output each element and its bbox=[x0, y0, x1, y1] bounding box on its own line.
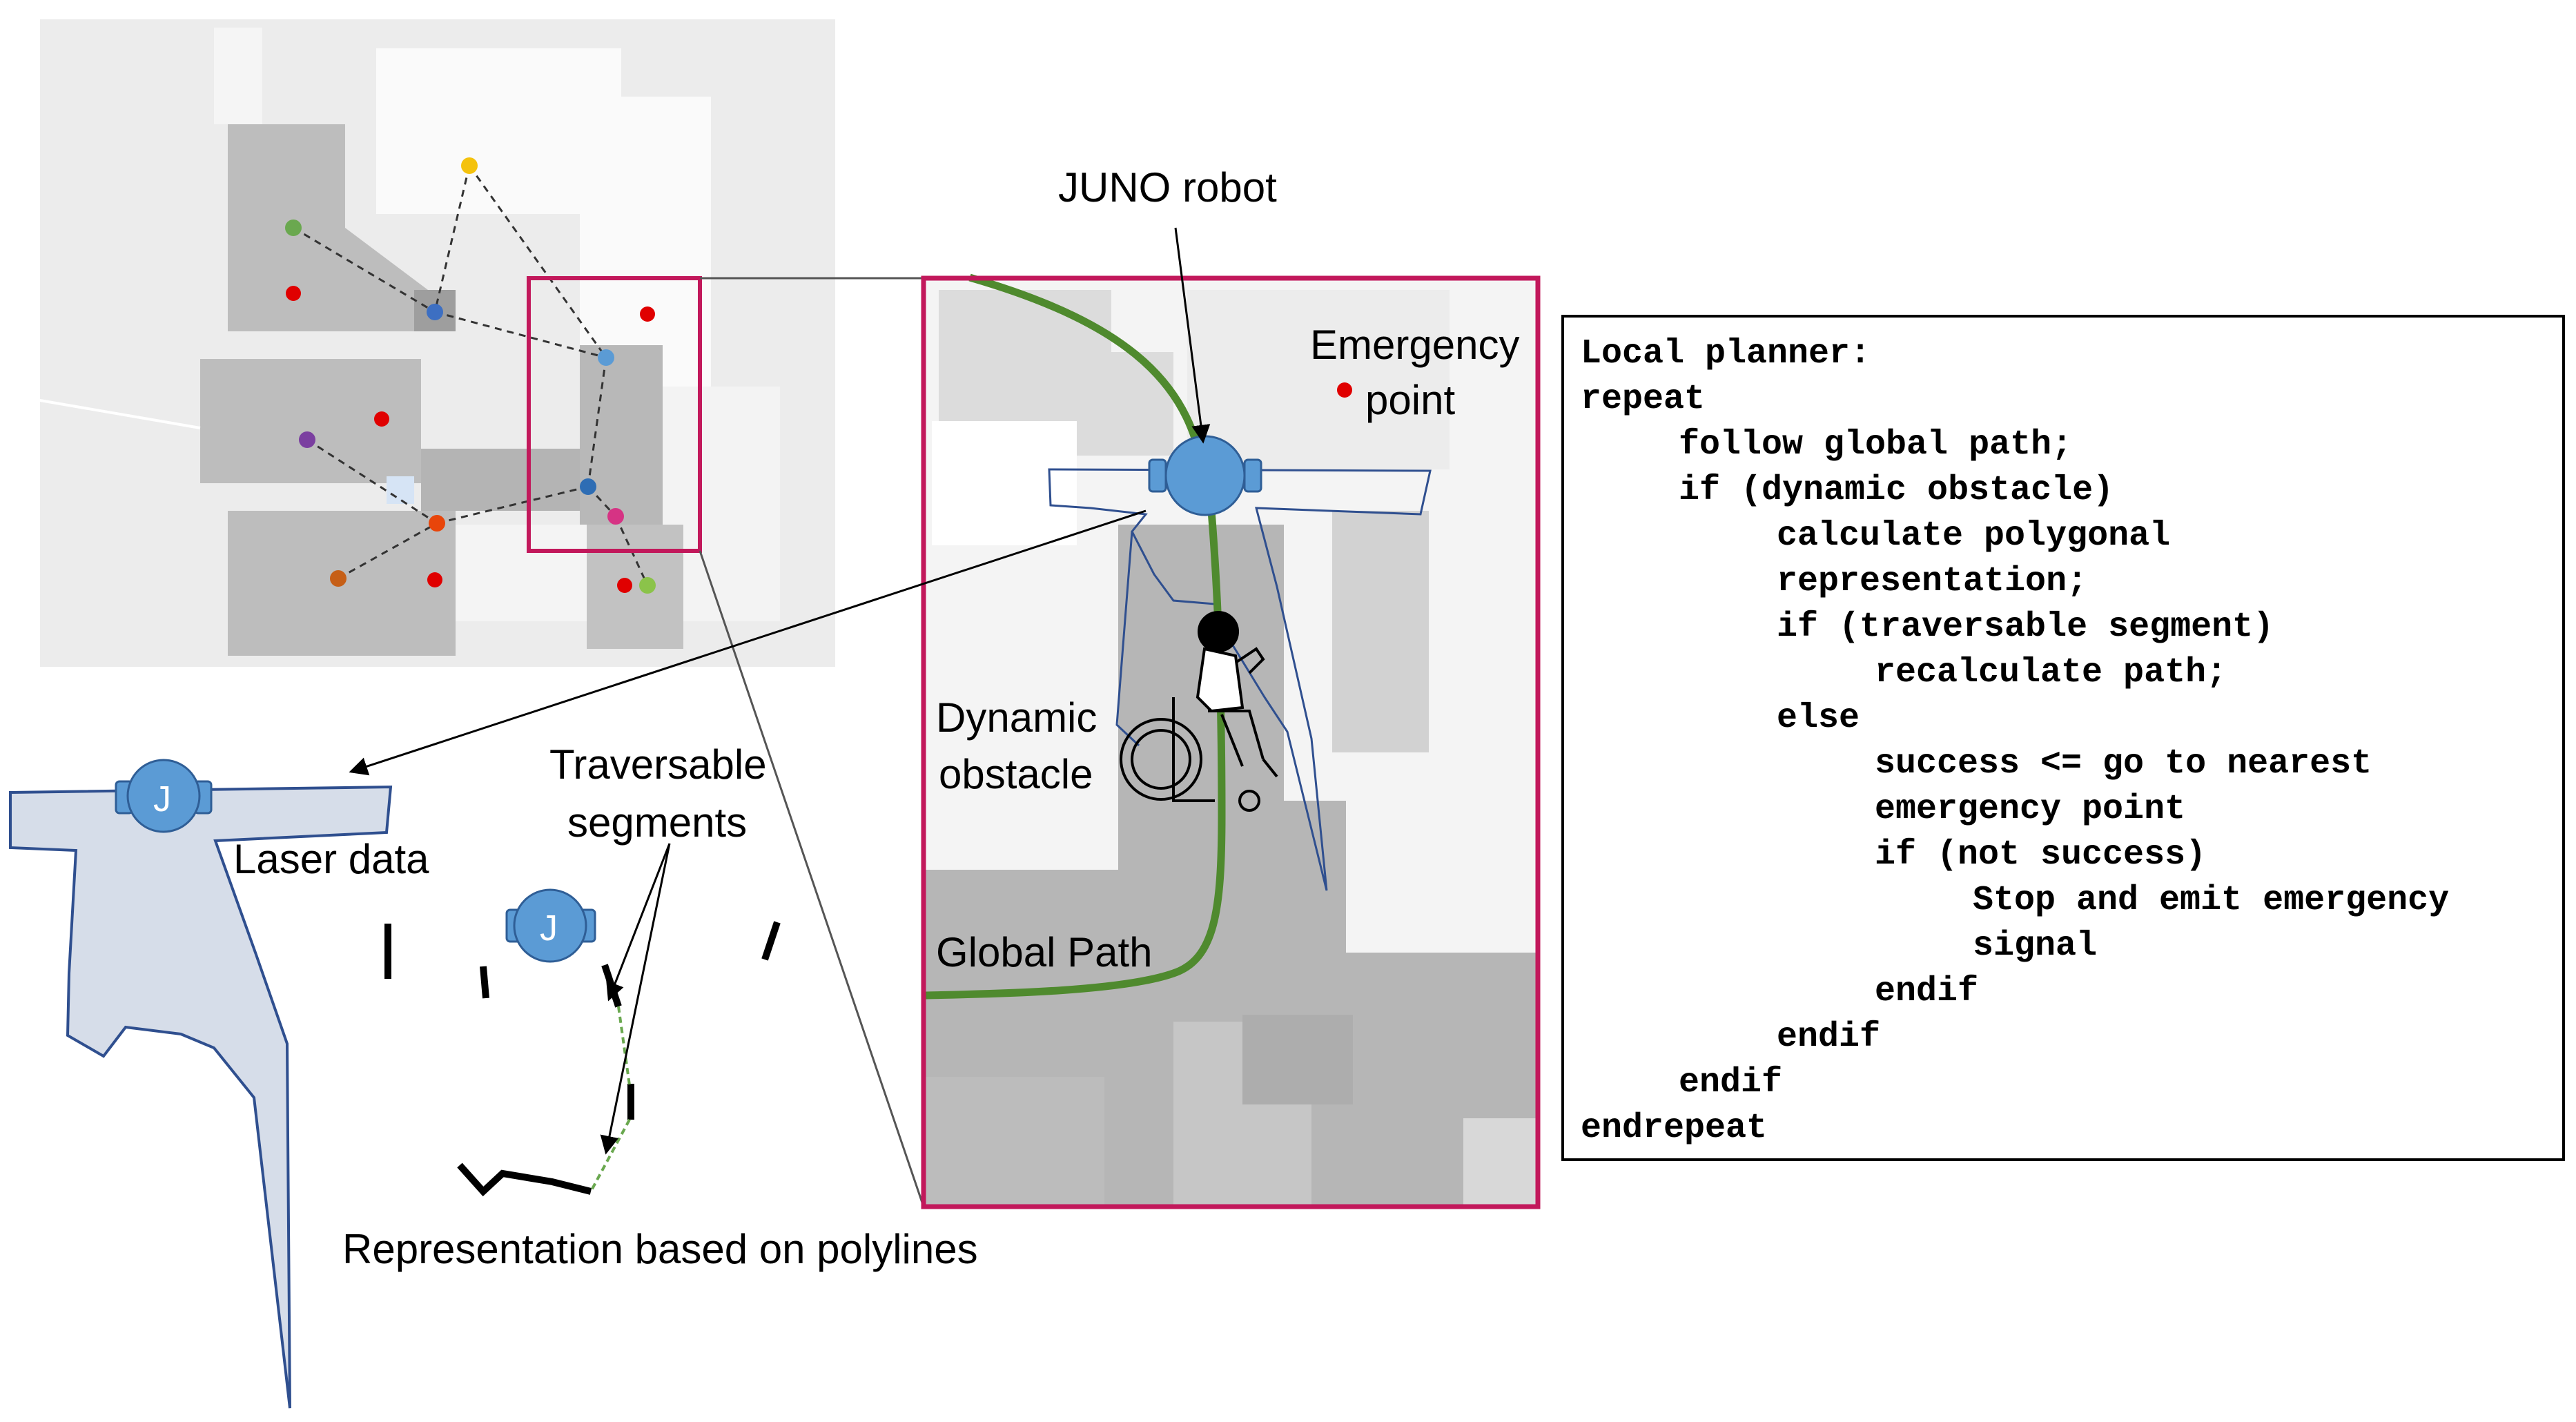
laser-segment bbox=[601, 964, 622, 1008]
robot-icon-polyline: J bbox=[505, 888, 596, 963]
code-line: Stop and emit emergency bbox=[1973, 881, 2450, 920]
map-node bbox=[461, 157, 478, 174]
map-node bbox=[639, 577, 656, 594]
code-line: follow global path; bbox=[1679, 425, 2073, 465]
emergency-point-marker bbox=[286, 286, 301, 301]
code-line: endif bbox=[1777, 1017, 1881, 1057]
laser-polyline bbox=[457, 1162, 592, 1197]
map-node bbox=[299, 431, 315, 448]
traversable-segment bbox=[617, 1006, 631, 1086]
label-traversable-line1: Traversable bbox=[549, 741, 767, 788]
code-line: repeat bbox=[1581, 380, 1706, 419]
emergency-point-marker bbox=[427, 572, 442, 587]
map-node bbox=[598, 349, 614, 366]
code-line: if (not success) bbox=[1875, 835, 2207, 875]
code-line: signal bbox=[1973, 926, 2098, 966]
traversable-arrow bbox=[606, 843, 671, 1002]
laser-segment bbox=[480, 966, 489, 999]
code-line: if (traversable segment) bbox=[1777, 607, 2274, 647]
emergency-point-marker bbox=[374, 411, 389, 427]
juno-robot-icon bbox=[1148, 435, 1262, 516]
laser-data-polygon bbox=[9, 785, 393, 1409]
robot-icon-laser: J bbox=[115, 759, 213, 833]
polyline-representation: J bbox=[384, 843, 781, 1197]
map-node bbox=[429, 515, 445, 532]
laser-data-diagram: J bbox=[9, 759, 393, 1409]
code-line: endif bbox=[1679, 1063, 1783, 1102]
label-laser-data: Laser data bbox=[233, 836, 429, 882]
zoomed-map-frame bbox=[921, 275, 1541, 1209]
map-node bbox=[607, 508, 624, 525]
zoom-connector bbox=[699, 550, 925, 1207]
code-line: representation; bbox=[1777, 562, 2088, 601]
traversable-segment bbox=[589, 1119, 631, 1192]
label-emergency-line1: Emergency bbox=[1310, 322, 1519, 368]
code-line: success <= go to nearest bbox=[1875, 744, 2372, 783]
label-global-path: Global Path bbox=[936, 929, 1153, 975]
map-node bbox=[580, 478, 596, 495]
emergency-point-marker bbox=[1337, 382, 1352, 398]
code-lines: Local planner: repeat follow global path; i… bbox=[1581, 331, 2546, 1151]
overview-map bbox=[0, 19, 835, 667]
wheelchair-person-icon bbox=[1120, 611, 1278, 812]
juno-robot-arrow bbox=[1174, 227, 1211, 444]
code-line: endrepeat bbox=[1581, 1109, 1768, 1148]
code-line: emergency point bbox=[1875, 790, 2186, 829]
robot-letter: J bbox=[153, 779, 171, 819]
code-line: calculate polygonal bbox=[1777, 516, 2171, 556]
emergency-point-marker bbox=[640, 306, 655, 322]
code-line: else bbox=[1777, 699, 1860, 738]
map-node bbox=[330, 570, 347, 587]
laser-data-arrow bbox=[349, 509, 1146, 776]
robot-letter: J bbox=[540, 908, 558, 948]
zoom-selection-frame bbox=[527, 276, 702, 553]
code-line: Local planner: bbox=[1581, 334, 1871, 373]
emergency-point-marker bbox=[617, 578, 632, 593]
label-dynamic-line2: obstacle bbox=[939, 751, 1093, 797]
map-node bbox=[427, 304, 443, 320]
map-node bbox=[285, 220, 302, 236]
label-traversable-line2: segments bbox=[567, 799, 747, 846]
local-planner-pseudocode: Local planner: repeat follow global path; i… bbox=[1561, 315, 2565, 1161]
traversable-arrow bbox=[600, 843, 671, 1155]
label-dynamic-line1: Dynamic bbox=[936, 694, 1097, 741]
laser-segment bbox=[761, 921, 781, 961]
code-line: if (dynamic obstacle) bbox=[1679, 471, 2114, 510]
label-emergency-line2: point bbox=[1365, 377, 1455, 423]
label-juno-robot: JUNO robot bbox=[1058, 164, 1277, 211]
code-line: recalculate path; bbox=[1875, 653, 2227, 692]
global-path bbox=[924, 273, 1226, 1000]
label-representation: Representation based on polylines bbox=[342, 1226, 978, 1272]
code-line: endif bbox=[1875, 972, 1979, 1011]
zoomed-map-panel: Emergency point Dynamic obstacle Global … bbox=[921, 273, 1541, 1209]
